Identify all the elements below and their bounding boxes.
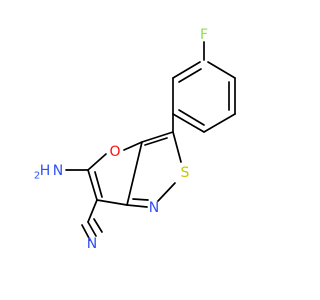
bond-c3-c3a	[141, 131, 174, 143]
bond-c3a-c7a	[126, 141, 143, 206]
bond-cn-triple-3	[93, 218, 103, 233]
bond-c5-c6	[87, 169, 98, 201]
bond-n-c7a-inner	[132, 198, 149, 201]
atom-nitrogen-ring: N	[149, 200, 159, 216]
bond-cn-triple-1	[87, 221, 97, 237]
atom-nitrogen-nitrile: N	[87, 236, 97, 252]
bond-ring-d-inner	[178, 109, 205, 126]
bonds	[65, 41, 236, 241]
bond-cn-triple-2	[81, 224, 91, 241]
bond-c5-c6-inner	[94, 171, 103, 198]
bond-n-c7a	[126, 204, 148, 208]
atom-amine-h: H	[40, 163, 51, 179]
bond-c3-s	[172, 131, 182, 163]
atom-amine-n: N	[53, 163, 63, 179]
bond-c6-c7a	[96, 199, 128, 206]
atom-labels: F O S N N N H 2	[34, 27, 208, 252]
atom-amine-h-subscript: 2	[34, 171, 40, 182]
bond-ring-d	[172, 113, 205, 133]
bond-ring-c	[203, 113, 236, 133]
bond-c3-c3a-inner	[144, 137, 168, 146]
bond-o-c5	[87, 153, 107, 171]
bond-ring-f	[172, 61, 201, 79]
atom-oxygen: O	[109, 144, 120, 160]
atom-fluorine: F	[200, 27, 208, 43]
atom-sulfur: S	[181, 165, 190, 181]
bond-c6-cn	[87, 199, 98, 223]
molecule-structure-canvas: F O S N N N H 2	[34, 27, 236, 252]
bond-ring-a	[207, 61, 236, 79]
bond-s-n	[157, 182, 176, 202]
bond-c3a-o	[123, 141, 143, 151]
bond-ring-f-inner	[178, 68, 202, 83]
